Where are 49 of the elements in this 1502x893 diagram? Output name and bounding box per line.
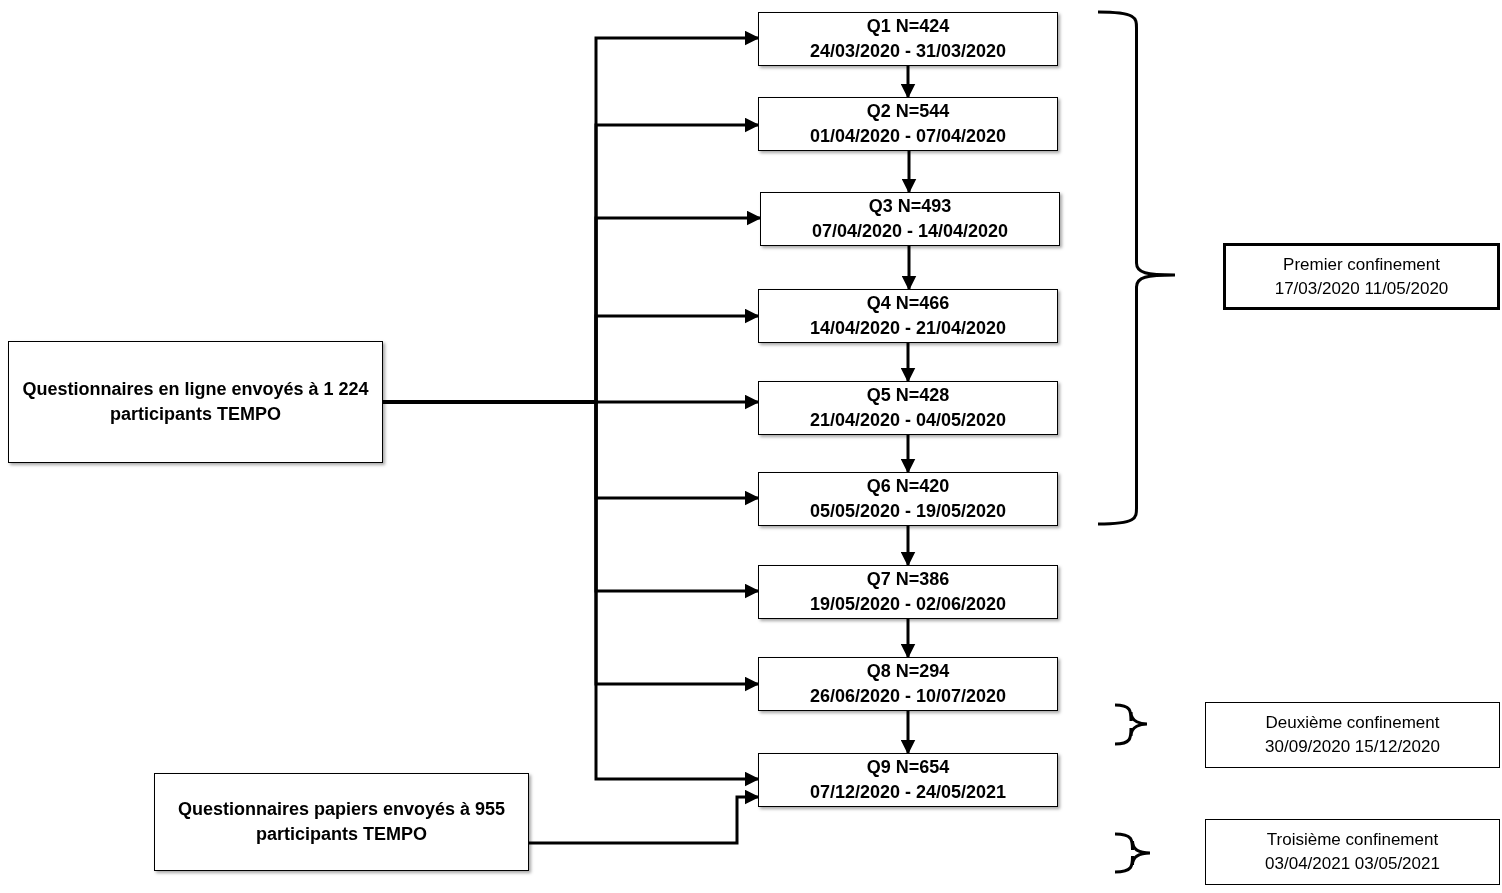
questionnaire-box	[760, 192, 1060, 246]
questionnaire-label: Q4 N=466	[866, 291, 950, 315]
source-description: Questionnaires papiers envoyés à 955 participants TEMPO	[176, 797, 507, 846]
arrow	[900, 711, 916, 755]
questionnaire-label: Q5 N=428	[866, 383, 950, 407]
date-range: 14/04/2020 - 21/04/2020	[809, 317, 1007, 340]
questionnaire-label: Q9 N=654	[866, 755, 950, 779]
questionnaire-box	[758, 381, 1058, 435]
period-box	[1205, 819, 1500, 885]
date-range: 17/03/2020 11/05/2020	[1274, 277, 1449, 300]
arrow	[900, 619, 916, 659]
date-range: 03/04/2021 03/05/2021	[1265, 853, 1440, 875]
date-range: 05/05/2020 - 19/05/2020	[809, 500, 1007, 523]
source-box	[8, 341, 383, 463]
date-range: 07/12/2020 - 24/05/2021	[809, 781, 1007, 804]
questionnaire-label: Q8 N=294	[866, 659, 950, 683]
questionnaire-box	[758, 289, 1058, 343]
questionnaire-box	[758, 657, 1058, 711]
questionnaire-label: Q1 N=424	[866, 14, 950, 38]
arrow	[900, 343, 916, 383]
period-title: Premier confinement	[1283, 253, 1440, 276]
period-title: Troisième confinement	[1266, 829, 1439, 852]
date-range: 01/04/2020 - 07/04/2020	[809, 125, 1007, 148]
questionnaire-box	[758, 97, 1058, 151]
date-range: 21/04/2020 - 04/05/2020	[809, 409, 1007, 432]
source-description: Questionnaires en ligne envoyés à 1 224 participants TEMPO	[21, 377, 370, 426]
questionnaire-box	[758, 472, 1058, 526]
date-range: 07/04/2020 - 14/04/2020	[811, 220, 1009, 243]
arrow	[900, 435, 916, 474]
questionnaire-box	[758, 12, 1058, 66]
arrow	[900, 526, 916, 567]
date-range: 19/05/2020 - 02/06/2020	[809, 593, 1007, 616]
questionnaire-label: Q3 N=493	[868, 194, 952, 218]
questionnaire-label: Q6 N=420	[866, 474, 950, 498]
questionnaire-box	[758, 565, 1058, 619]
arrow	[900, 66, 916, 99]
questionnaire-box	[758, 753, 1058, 807]
period-title: Deuxième confinement	[1265, 712, 1440, 735]
period-box	[1223, 243, 1500, 310]
arrow	[901, 246, 917, 291]
questionnaire-label: Q7 N=386	[866, 567, 950, 591]
date-range: 26/06/2020 - 10/07/2020	[809, 685, 1007, 708]
arrow	[529, 789, 760, 845]
period-box	[1205, 702, 1500, 768]
questionnaire-label: Q2 N=544	[866, 99, 950, 123]
date-range: 24/03/2020 - 31/03/2020	[809, 40, 1007, 63]
arrow	[901, 151, 917, 194]
date-range: 30/09/2020 15/12/2020	[1265, 736, 1440, 758]
source-box	[154, 773, 529, 871]
